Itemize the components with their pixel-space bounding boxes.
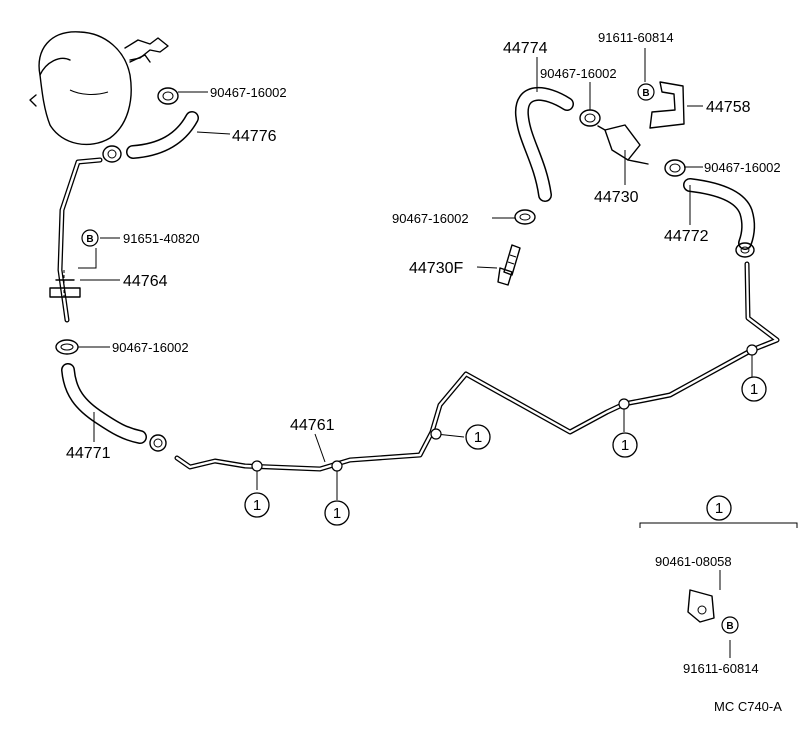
label-bolt-91611-60814: 91611-60814: [598, 30, 674, 45]
callout-marker-1: 1: [741, 376, 767, 402]
label-clamp-44764: 44764: [123, 273, 168, 290]
label-hose-44771: 44771: [66, 445, 111, 462]
callout-marker-1: 1: [324, 500, 350, 526]
callout-number: 1: [333, 505, 341, 522]
callout-marker-1: 1: [612, 432, 638, 458]
hose-44774: [514, 86, 574, 202]
label-hose-44774: 44774: [503, 40, 548, 57]
label-clamp-90467-16002: 90467-16002: [704, 160, 781, 175]
bolt-badge-b: B: [637, 83, 655, 101]
hose-clamp-icon: [149, 434, 167, 452]
badge-letter: B: [86, 234, 93, 245]
brake-booster-drawing: [29, 31, 169, 146]
label-pipe-44761: 44761: [290, 417, 335, 434]
badge-letter: B: [726, 621, 733, 632]
hose-clamp-icon: [102, 145, 122, 163]
callout-number: 1: [750, 381, 758, 398]
callout-marker-1: 1: [244, 492, 270, 518]
badge-letter: B: [642, 88, 649, 99]
pipe-clamp-points: [251, 344, 758, 472]
label-bracket-44758: 44758: [706, 99, 751, 116]
union-fitting-44730f: [497, 244, 521, 286]
bracket-44758: [649, 81, 685, 129]
callout-number: 1: [715, 500, 723, 517]
label-valve-44730: 44730: [594, 189, 639, 206]
hose-44776: [126, 111, 199, 159]
label-bolt-91651-40820: 91651-40820: [123, 231, 200, 246]
label-clamp-90467-16002: 90467-16002: [392, 211, 469, 226]
label-clamp-90467-16002: 90467-16002: [540, 66, 617, 81]
label-union-44730f: 44730F: [409, 260, 463, 277]
hose-clamp-icon: [157, 87, 179, 105]
label-clamp-90467-16002: 90467-16002: [210, 85, 287, 100]
bolt-badge-b: B: [81, 229, 99, 247]
pipe-clamp-44764: [49, 270, 81, 298]
booster-steel-pipe: [57, 157, 103, 323]
callout-marker-1: 1: [465, 424, 491, 450]
hose-clamp-icon: [579, 109, 601, 127]
hose-44772: [683, 178, 756, 250]
label-detail-clamp-90461-08058: 90461-08058: [655, 554, 732, 569]
hose-44771: [61, 363, 147, 444]
hose-clamp-icon: [514, 209, 536, 225]
label-hose-44776: 44776: [232, 128, 277, 145]
detail-pipe-clamp: [687, 589, 715, 623]
callout-number: 1: [621, 437, 629, 454]
bolt-badge-b: B: [721, 616, 739, 634]
detail-callout-marker-1: 1: [706, 495, 732, 521]
detail-bracket-line: [639, 522, 798, 528]
label-clamp-90467-16002: 90467-16002: [112, 340, 189, 355]
label-hose-44772: 44772: [664, 228, 709, 245]
callout-number: 1: [253, 497, 261, 514]
check-valve-44730: [597, 124, 649, 165]
hose-clamp-icon: [664, 159, 686, 177]
label-detail-bolt-91611-60814: 91611-60814: [683, 661, 759, 676]
callout-number: 1: [474, 429, 482, 446]
leader-lines: [78, 48, 753, 658]
hose-clamp-icon: [55, 339, 79, 355]
hose-clamp-icon: [735, 242, 755, 258]
diagram-code: MC C740-A: [714, 699, 782, 714]
